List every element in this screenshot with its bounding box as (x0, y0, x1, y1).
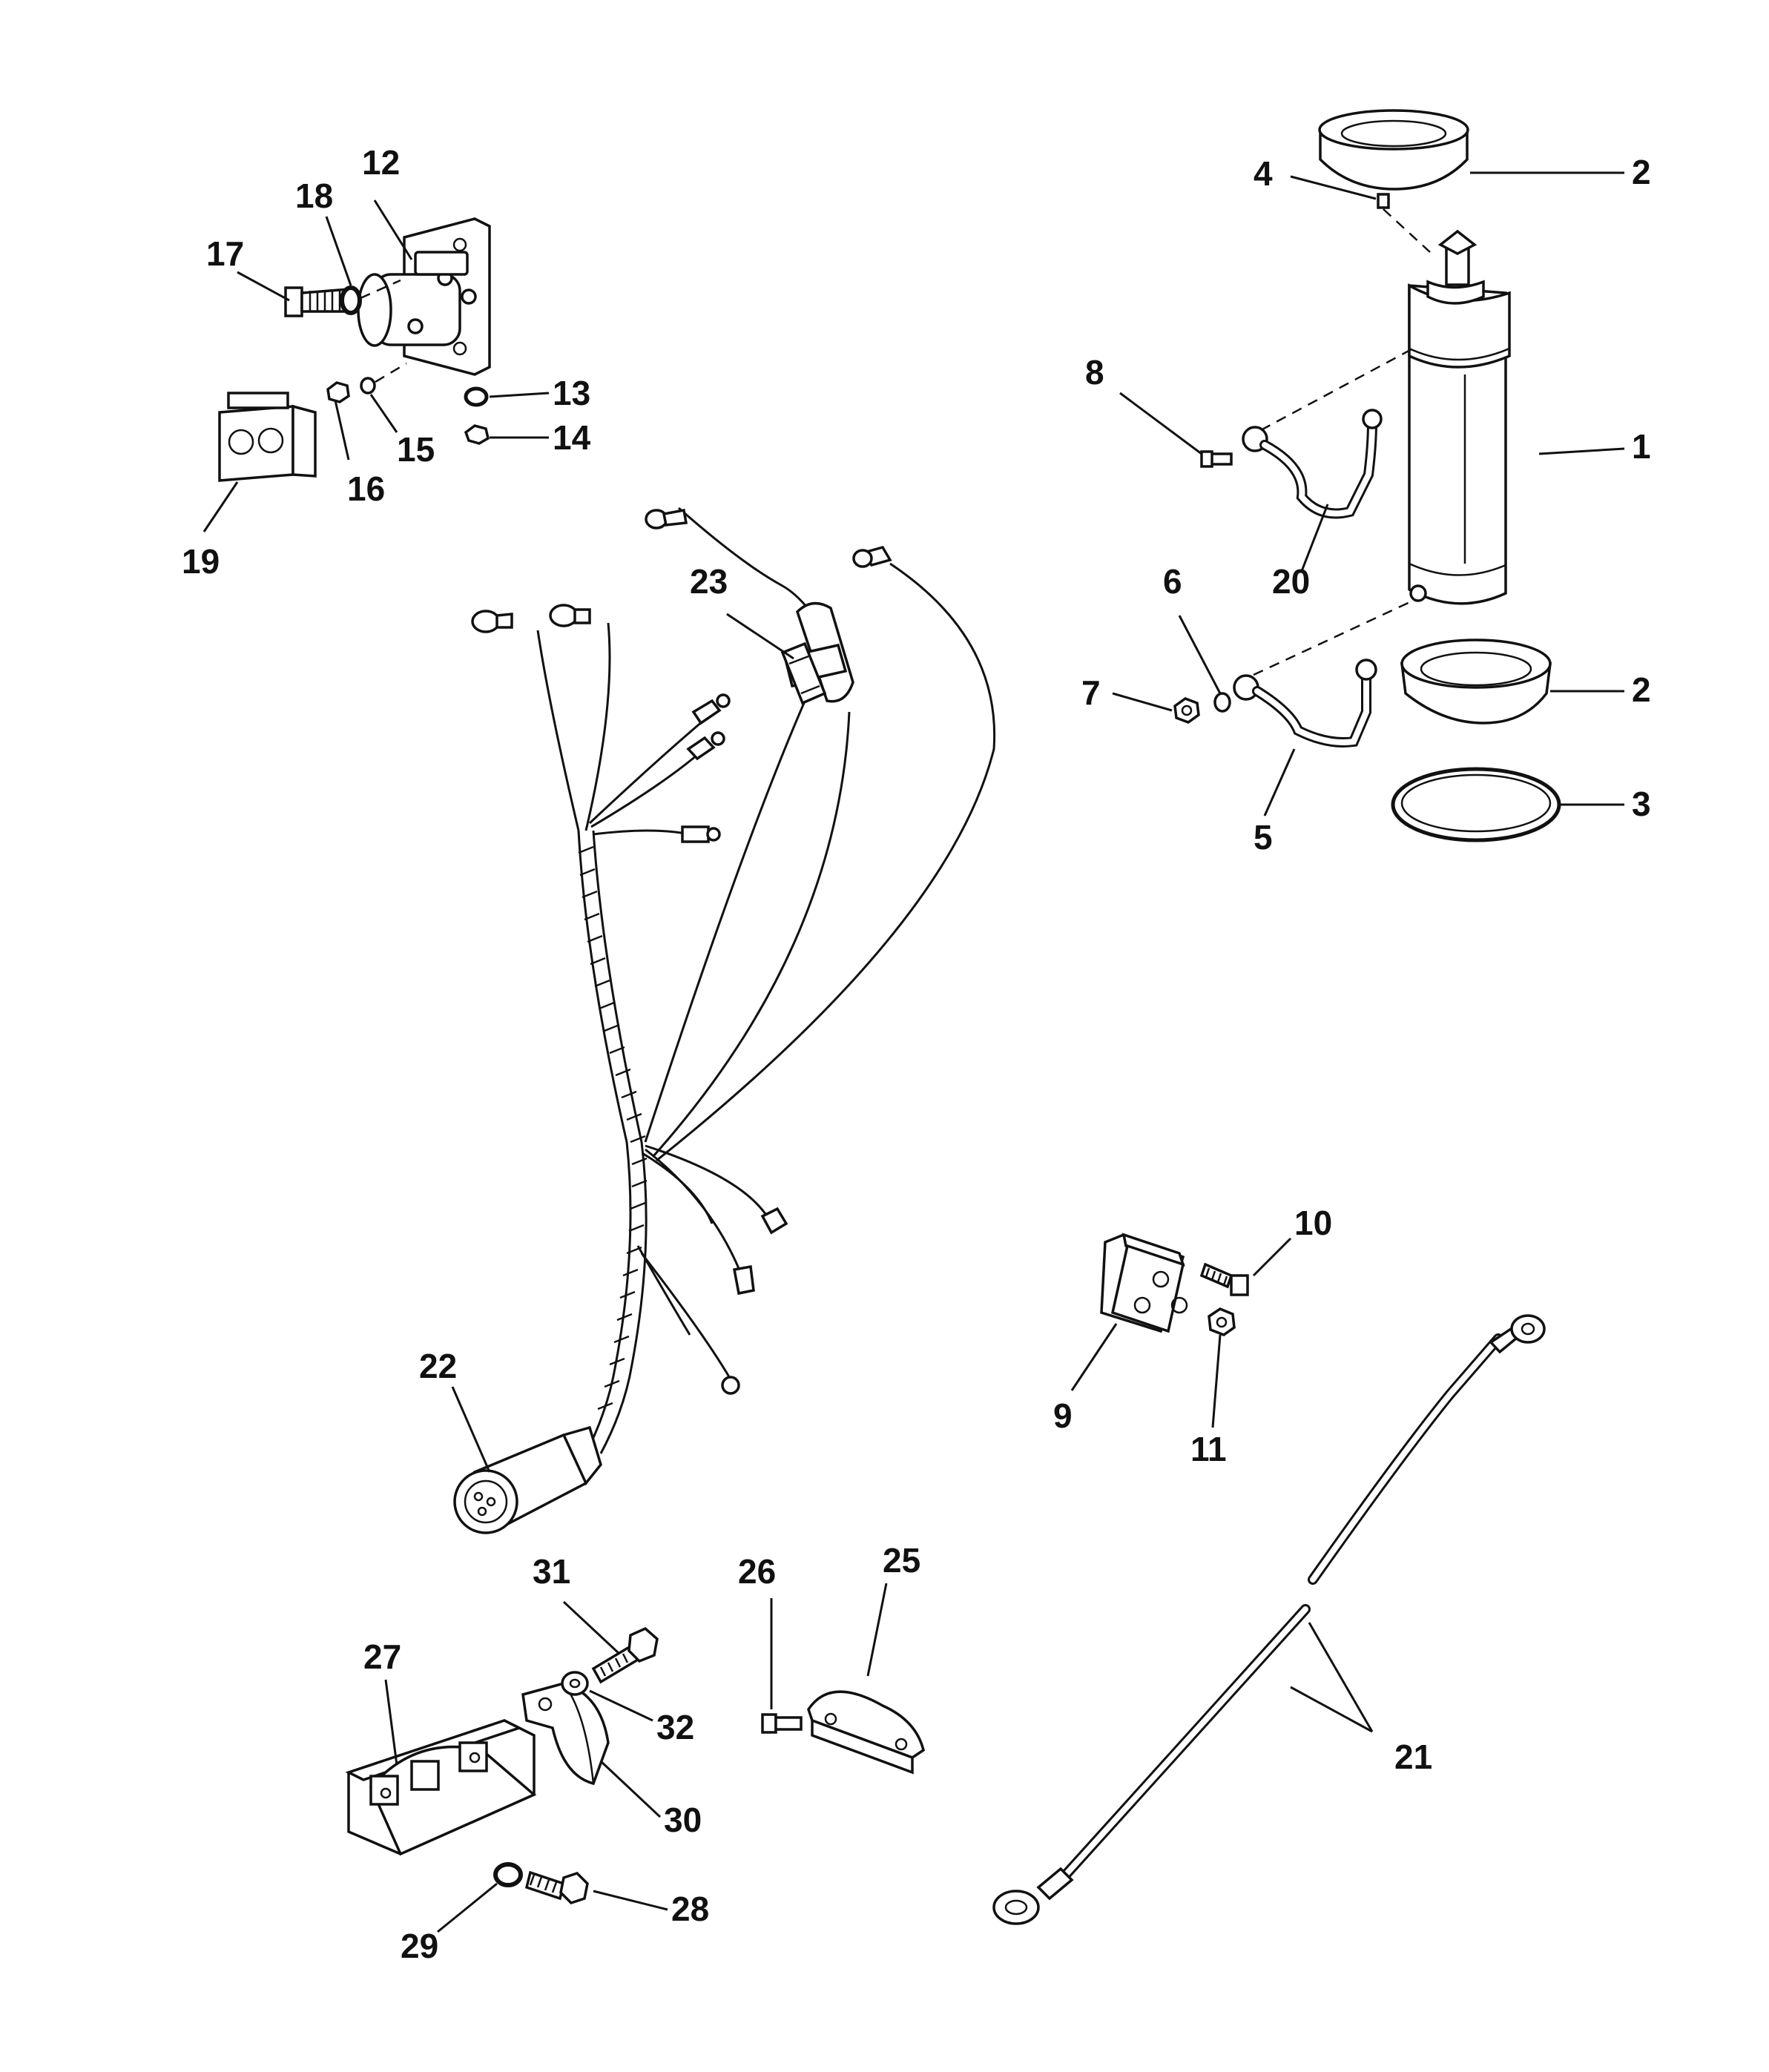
washer-32 (561, 1671, 589, 1696)
starter-o-ring (1391, 767, 1561, 842)
starter-cable-lower (1233, 599, 1414, 748)
starter-collar-bottom (1400, 639, 1552, 725)
callout-17: 17 (206, 234, 244, 273)
rectifier-9 (1100, 1233, 1188, 1333)
nut-11 (1208, 1307, 1236, 1336)
callout-labels: 1 2 2 3 4 5 6 7 8 9 10 11 12 13 14 15 16… (182, 143, 1651, 1965)
callout-20: 20 (1272, 562, 1310, 601)
bolt-17 (284, 286, 352, 317)
callout-21: 21 (1394, 1738, 1432, 1776)
washer-29 (493, 1862, 523, 1887)
nut-13 (464, 386, 489, 407)
callout-18: 18 (295, 176, 333, 215)
callout-7: 7 (1081, 673, 1101, 712)
callout-6: 6 (1163, 562, 1182, 601)
solenoid (357, 217, 491, 376)
callout-27: 27 (363, 1637, 401, 1676)
callout-2-bottom: 2 (1632, 670, 1651, 709)
washer-15 (360, 362, 407, 395)
callout-23: 23 (690, 562, 728, 601)
starter-screw-small (1377, 193, 1431, 253)
callout-22: 22 (419, 1347, 457, 1385)
callout-15: 15 (397, 430, 435, 469)
screw-10 (1199, 1262, 1249, 1296)
callout-28: 28 (671, 1890, 709, 1928)
callout-25: 25 (883, 1541, 920, 1580)
starter-collar-top (1318, 109, 1469, 191)
callout-30: 30 (664, 1801, 702, 1839)
callout-32: 32 (656, 1708, 694, 1746)
callout-9: 9 (1053, 1396, 1073, 1435)
callout-1: 1 (1632, 427, 1651, 466)
wiring-harness (453, 507, 996, 1534)
washer-6 (1213, 692, 1231, 713)
leader-lines (202, 171, 1625, 1933)
callout-11: 11 (1190, 1430, 1227, 1468)
cover-25 (807, 1690, 925, 1775)
starter-cable-upper (1242, 347, 1414, 519)
callout-12: 12 (362, 143, 400, 182)
harness-plug-22 (453, 1425, 602, 1534)
callout-10: 10 (1294, 1204, 1332, 1242)
starter-motor-body (1408, 229, 1511, 605)
callout-13: 13 (553, 374, 590, 412)
nut-16 (326, 381, 350, 403)
callout-4: 4 (1254, 154, 1273, 193)
callout-29: 29 (401, 1927, 438, 1965)
bolt-28 (524, 1870, 589, 1905)
battery-cable-21 (992, 1314, 1546, 1925)
callout-8: 8 (1085, 353, 1104, 392)
callout-2-top: 2 (1632, 153, 1651, 191)
nut-14 (464, 424, 490, 445)
nut-7 (1173, 697, 1200, 724)
starter-motor (1318, 109, 1561, 842)
washer-18 (340, 279, 401, 315)
callout-26: 26 (738, 1552, 776, 1591)
callout-5: 5 (1254, 818, 1273, 857)
callout-31: 31 (533, 1552, 570, 1591)
terminal-block-19 (218, 392, 317, 482)
mount-bracket-27 (345, 1719, 537, 1856)
callout-3: 3 (1632, 785, 1651, 823)
clamp-30 (521, 1682, 610, 1786)
bolt-8 (1200, 450, 1233, 468)
callout-16: 16 (347, 469, 385, 508)
callout-14: 14 (553, 418, 591, 457)
screw-26 (761, 1713, 803, 1734)
callout-19: 19 (182, 542, 220, 581)
screw-31 (591, 1626, 659, 1684)
